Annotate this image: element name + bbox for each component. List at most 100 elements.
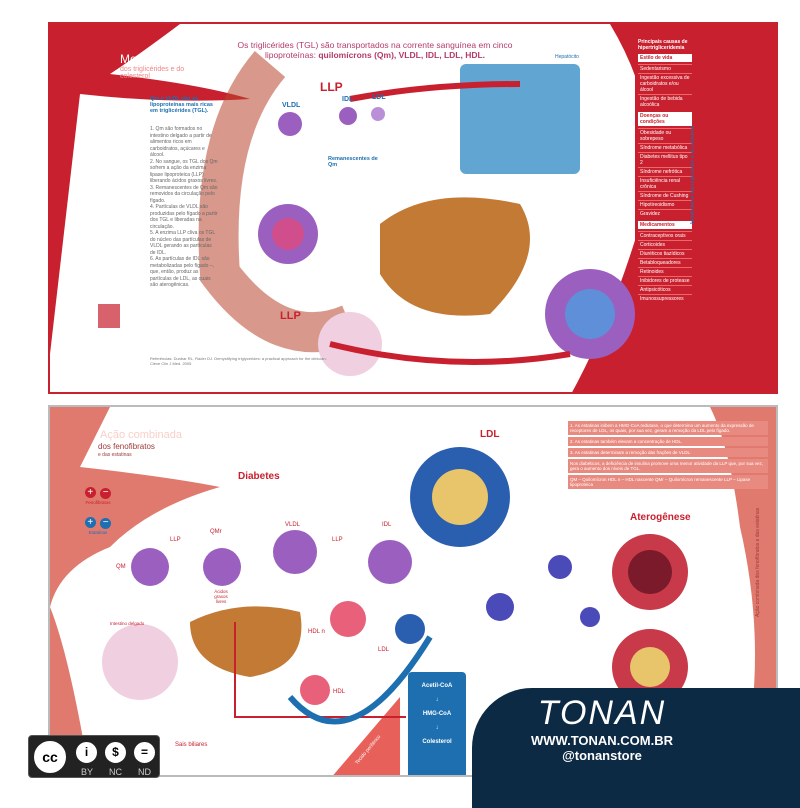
panel-title: Ação combinada (100, 429, 182, 441)
step-6: 6. As partículas de IDL são metabolizada… (150, 256, 214, 288)
label-aterogenese: Aterogênese (630, 512, 691, 523)
nd-icon: = (131, 739, 158, 766)
info-item: Nos diabéticos, a deficiência de insulin… (568, 459, 768, 473)
info-item: 3. As estatinas determinam a remoção das… (568, 448, 768, 457)
cause-item: Insuficiência renal crônica (638, 176, 692, 191)
legend-fenofibratos: + − Fenofibratos (80, 482, 116, 505)
social-handle: @tonanstore (562, 748, 642, 763)
pathway-acetil-coa: Acetil-CoA (421, 683, 453, 689)
cause-item: Inibidores de protease (638, 276, 692, 285)
label-qm: QM (116, 564, 126, 570)
cause-item: Antipsicóticos (638, 285, 692, 294)
panel-title: Metabolismo (120, 52, 189, 66)
causes-box: Principais causas de hipertrigliceridemi… (635, 36, 695, 306)
label-llp-bottom: LLP (280, 310, 301, 322)
website-link[interactable]: WWW.TONAN.COM.BR (530, 733, 674, 748)
references: Referências: Dunbar RL, Rader DJ. Demyst… (150, 356, 327, 366)
side-text: Metabolismo dos triglicérides e do coles… (690, 125, 696, 224)
label-idl: IDL (382, 522, 392, 528)
info-item: 2. As estatinas também elevam a concentr… (568, 437, 768, 446)
panel-subtitle-2: e das estatinas (98, 452, 132, 458)
label-llp: LLP (332, 537, 343, 543)
label-hepatocito: Hepatócito (555, 54, 579, 60)
cause-item: Ingestão de bebida alcoólica (638, 94, 692, 109)
step-4: 4. Partículas de VLDL são produzidas pel… (150, 204, 218, 230)
nd-label: ND (138, 767, 151, 777)
legend-label: Fenofibratos (85, 500, 111, 505)
causes-group-header: Medicamentos (638, 221, 692, 229)
label-acidos-graxos: Ácidos graxos livres (214, 589, 228, 604)
info-glossary: QM – Quilomícron HDL n – HDL nascente QM… (568, 475, 768, 489)
panel-subtitle: dos triglicérides e do colesterol (120, 66, 185, 80)
label-hdl: HDL (333, 689, 346, 695)
headline-bold: quilomícrons (Qm), VLDL, IDL, LDL, HDL. (318, 50, 486, 60)
tonan-logo: TONAN (537, 694, 667, 732)
legend-estatinas: + − Estatinas (80, 512, 116, 535)
minus-icon: − (100, 518, 112, 529)
causes-group-header: Doenças ou condições (638, 112, 692, 126)
cause-item: Gravidez (638, 209, 692, 218)
cause-item: Obesidade ou sobrepeso (638, 128, 692, 143)
cc-icon: cc (31, 738, 69, 776)
cause-item: Betabloqueadores (638, 258, 692, 267)
cause-item: Hipotireoidismo (638, 200, 692, 209)
label-ldl: LDL (378, 647, 390, 653)
steps-list: 1. Qm são formados no intestino delgado … (150, 126, 218, 289)
minus-icon: − (100, 488, 112, 499)
tonan-branding: TONAN WWW.TONAN.COM.BR @tonanstore (472, 688, 800, 808)
label-llp: LLP (170, 537, 181, 543)
label-llp: LLP (320, 80, 343, 94)
causes-title: Principais causas de hipertrigliceridemi… (638, 39, 688, 51)
headline-text: Os triglicérides (TGL) são transportados… (237, 40, 513, 60)
label-vldl: VLDL (282, 102, 301, 109)
pathway-hmg-coa: HMG-CoA (422, 711, 452, 717)
plus-icon: + (84, 487, 96, 498)
label-ldl: LDL (372, 94, 386, 101)
cause-item: Síndrome nefrótica (638, 167, 692, 176)
step-5: 5. A enzima LLP cliva os TGL do núcleo d… (150, 230, 215, 256)
legend-label: Estatinas (88, 530, 108, 535)
step-2: 2. No sangue, os TGL dos Qm sofrem a açã… (150, 158, 218, 185)
intro-text: Qm e VLDL são as lipoproteínas mais rica… (150, 96, 213, 114)
cause-item: Síndrome de Cushing (638, 191, 692, 200)
cause-item: Sedentarismo (638, 64, 692, 73)
cc-license-badge[interactable]: cc i $ = BY NC ND (28, 735, 160, 778)
step-3: 3. Remanescentes de Qm são removidos da … (150, 184, 218, 204)
panel-subtitle: dos fenofibratos (98, 442, 155, 451)
triglyceride-metabolism-panel: Metabolismo dos triglicérides e do coles… (48, 22, 778, 394)
pathway-colesterol: Colesterol (422, 739, 452, 745)
cause-item: Imunossupressores (638, 294, 692, 303)
nc-label: NC (109, 767, 122, 777)
cause-item: Corticoides (638, 240, 692, 249)
arrow-down-icon: ↓ (435, 697, 439, 703)
step-1: 1. Qm são formados no intestino delgado … (150, 126, 212, 158)
cause-item: Retinoides (638, 267, 692, 276)
cause-item: Ingestão excessiva de carboidratos e/ou … (638, 73, 692, 94)
headline: Os triglicérides (TGL) são transportados… (230, 40, 520, 60)
pathway-box: Acetil-CoA ↓ HMG-CoA ↓ Colesterol (410, 679, 464, 749)
info-box: 1. As estatinas inibem a HMG-CoA redutas… (568, 421, 768, 491)
cause-item: Diabetes mellitus tipo 2 (638, 152, 692, 167)
plus-icon: + (84, 517, 96, 528)
label-qmr: QMr (210, 529, 222, 535)
label-idl: IDL (342, 96, 354, 103)
by-label: BY (81, 767, 94, 777)
arrow-down-icon: ↓ (435, 725, 439, 731)
bottom-illustration (50, 407, 776, 775)
label-qm: Qm (638, 320, 657, 332)
label-remanescentes: Remanescentes de Qm (328, 156, 378, 168)
label-hdl-n: HDL n (308, 629, 325, 635)
cause-item: Síndrome metabólica (638, 143, 692, 152)
label-vldl: VLDL (285, 522, 301, 528)
cause-item: Diuréticos tiazídicos (638, 249, 692, 258)
by-icon: i (73, 739, 100, 766)
nc-icon: $ (102, 739, 129, 766)
label-diabetes: Diabetes (238, 471, 280, 482)
side-text: Ação combinada dos fenofibratos e das es… (755, 507, 761, 617)
label-sais-biliares: Sais biliares (175, 742, 208, 748)
cause-item: Contraceptivos orais (638, 231, 692, 240)
info-item: 1. As estatinas inibem a HMG-CoA redutas… (568, 421, 768, 435)
causes-group-header: Estilo de vida (638, 54, 692, 62)
label-ldl-large: LDL (480, 429, 500, 440)
